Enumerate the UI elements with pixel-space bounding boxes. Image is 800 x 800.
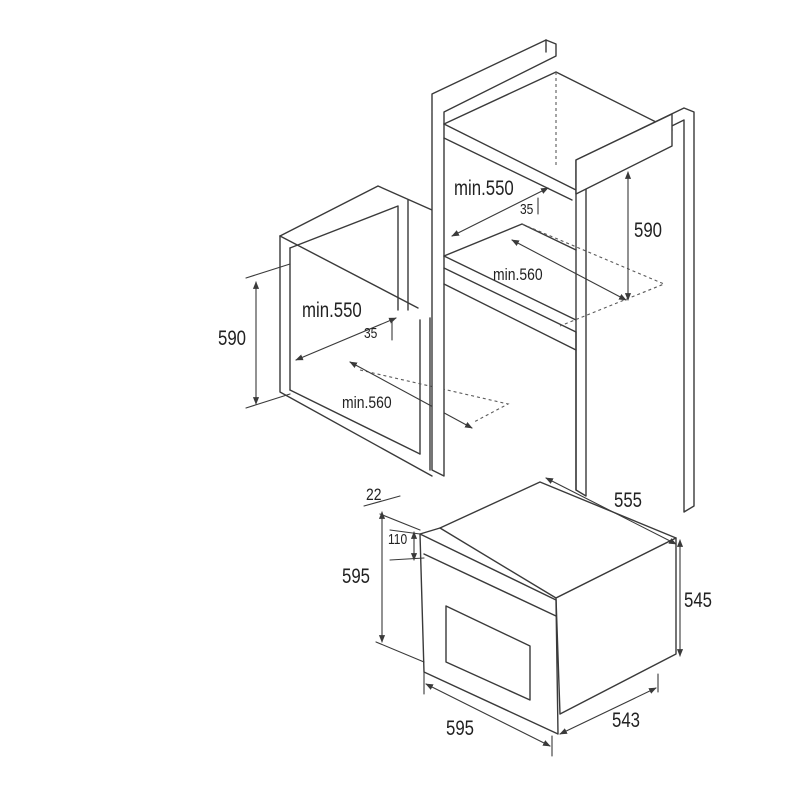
- oven-unit: [363, 477, 684, 757]
- column-width-label: min.550: [454, 177, 514, 200]
- oven-top-offset-label: 22: [366, 485, 382, 504]
- oven-depth-label: 555: [614, 489, 643, 512]
- column-depth-label: min.560: [493, 265, 543, 284]
- column-cabinet: [431, 39, 695, 513]
- column-gap-label: 35: [520, 201, 534, 218]
- wall-depth-label: min.560: [342, 393, 392, 412]
- wall-gap-label: 35: [364, 325, 378, 342]
- oven-body-height-label: 545: [684, 589, 713, 612]
- oven-panel-label: 110: [388, 531, 408, 548]
- wall-height-label: 590: [218, 327, 247, 350]
- wall-width-label: min.550: [302, 299, 362, 322]
- oven-front-width-label: 595: [446, 717, 475, 740]
- oven-front-height-label: 595: [342, 565, 371, 588]
- oven-body-depth-label: 543: [612, 709, 641, 732]
- column-height-label: 590: [634, 219, 663, 242]
- wall-cabinet: [245, 185, 510, 477]
